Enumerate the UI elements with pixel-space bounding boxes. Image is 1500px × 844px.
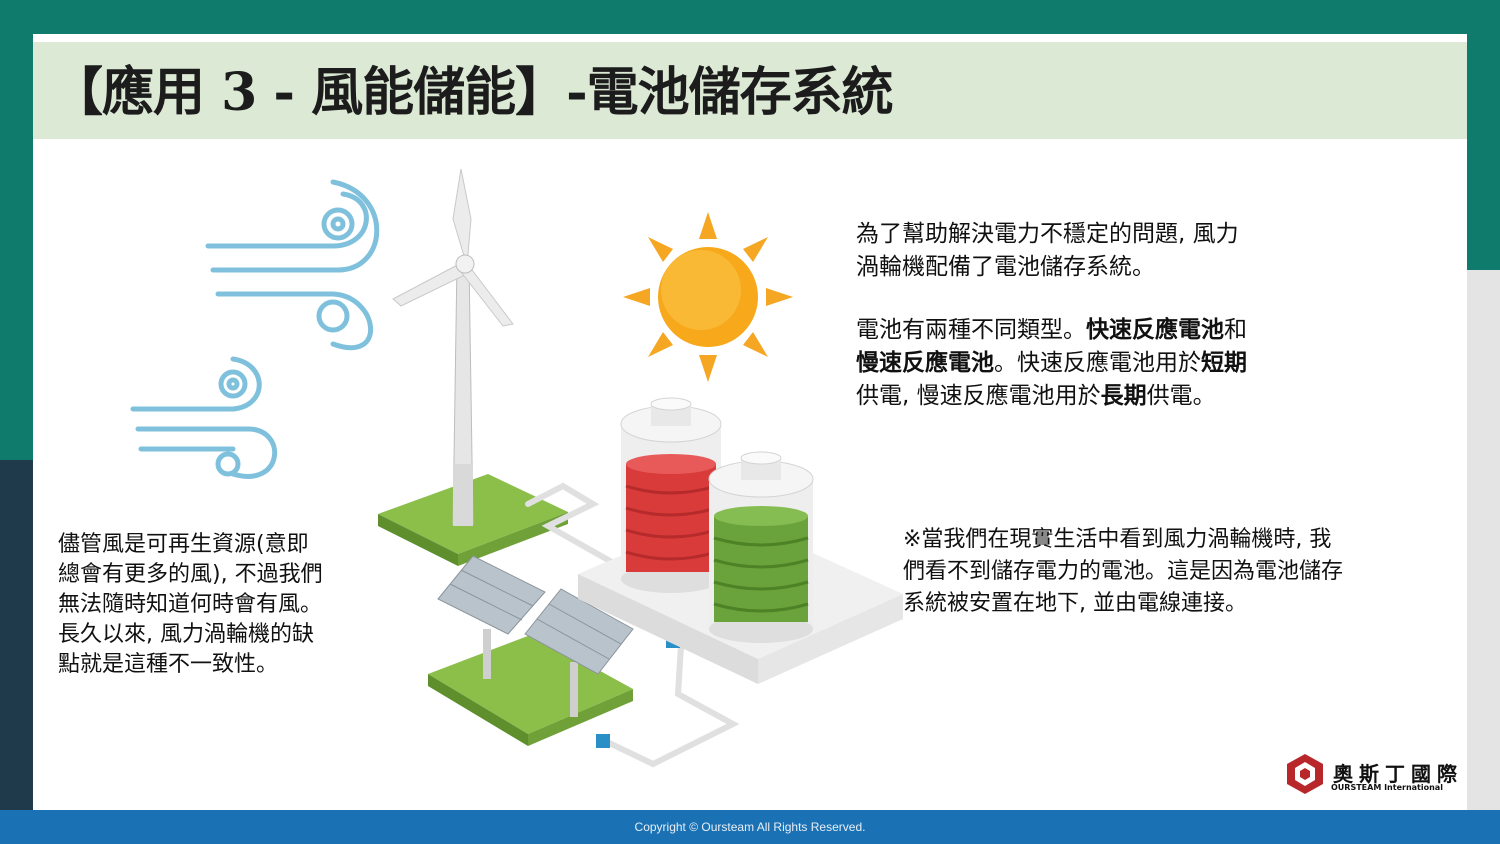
logo-cube-icon bbox=[1287, 754, 1323, 794]
company-logo: 奧斯丁國際 OURSTEAM International bbox=[1283, 752, 1463, 798]
connector-icon bbox=[596, 734, 610, 748]
battery-line: 慢速反應電池。快速反應電池用於短期 bbox=[856, 347, 1326, 380]
text-span: 。快速反應電池用於 bbox=[994, 350, 1201, 376]
sun-icon bbox=[623, 212, 793, 382]
footer-bar bbox=[0, 810, 1500, 844]
text-span: 供電。 bbox=[1146, 383, 1216, 409]
text-span: 和 bbox=[1224, 317, 1247, 343]
solar-base-icon bbox=[428, 634, 633, 746]
note-paragraph: ※當我們在現實生活中看到風力渦輪機時, 我 們看不到儲存電力的電池。這是因為電池… bbox=[903, 524, 1453, 620]
logo-name: 奧斯丁國際 bbox=[1333, 762, 1463, 786]
footer-divider bbox=[228, 808, 1016, 810]
intro-paragraph: 為了幫助解決電力不穩定的問題, 風力 渦輪機配備了電池儲存系統。 bbox=[856, 218, 1326, 284]
battery-line: 電池有兩種不同類型。快速反應電池和 bbox=[856, 314, 1326, 347]
left-line: 無法隨時知道何時會有風。 bbox=[58, 592, 323, 617]
solar-panel-icon bbox=[437, 555, 634, 717]
wind-battery-illustration bbox=[130, 168, 903, 768]
bold-span: 慢速反應電池 bbox=[856, 350, 994, 376]
title-bar: 【應用 3 - 風能儲能】-電池儲存系統 bbox=[33, 42, 1467, 139]
left-line: 總會有更多的風), 不過我們 bbox=[58, 562, 323, 587]
battery-green-icon bbox=[708, 451, 814, 643]
intro-line: 為了幫助解決電力不穩定的問題, 風力 bbox=[856, 221, 1239, 247]
slide: 【應用 3 - 風能儲能】-電池儲存系統 bbox=[33, 34, 1467, 810]
copyright-text: Copyright © Oursteam All Rights Reserved… bbox=[634, 820, 866, 834]
text-span: 電池有兩種不同類型。 bbox=[856, 317, 1086, 343]
slide-title: 【應用 3 - 風能儲能】-電池儲存系統 bbox=[51, 62, 894, 123]
wind-icon bbox=[130, 179, 380, 479]
battery-red-icon bbox=[620, 397, 722, 593]
left-line: 長久以來, 風力渦輪機的缺 bbox=[58, 622, 314, 647]
note-line: ※當我們在現實生活中看到風力渦輪機時, 我 bbox=[903, 527, 1332, 552]
intro-line: 渦輪機配備了電池儲存系統。 bbox=[856, 254, 1155, 280]
left-line: 儘管風是可再生資源(意即 bbox=[58, 532, 309, 557]
bold-span: 短期 bbox=[1201, 350, 1247, 376]
battery-line: 供電, 慢速反應電池用於長期供電。 bbox=[856, 380, 1326, 413]
text-span: 供電, 慢速反應電池用於 bbox=[856, 383, 1101, 409]
logo-subtitle: OURSTEAM International bbox=[1331, 783, 1443, 792]
wind-turbine-icon bbox=[392, 168, 514, 526]
left-paragraph: 儘管風是可再生資源(意即 總會有更多的風), 不過我們 無法隨時知道何時會有風。… bbox=[58, 530, 378, 680]
battery-types-paragraph: 電池有兩種不同類型。快速反應電池和 慢速反應電池。快速反應電池用於短期 供電, … bbox=[856, 314, 1326, 413]
note-line: 們看不到儲存電力的電池。這是因為電池儲存 bbox=[903, 559, 1344, 584]
note-line: 系統被安置在地下, 並由電線連接。 bbox=[903, 591, 1247, 616]
bold-span: 長期 bbox=[1100, 383, 1147, 409]
left-line: 點就是這種不一致性。 bbox=[58, 652, 279, 677]
bold-span: 快速反應電池 bbox=[1086, 317, 1224, 343]
cable-icon bbox=[525, 482, 740, 768]
